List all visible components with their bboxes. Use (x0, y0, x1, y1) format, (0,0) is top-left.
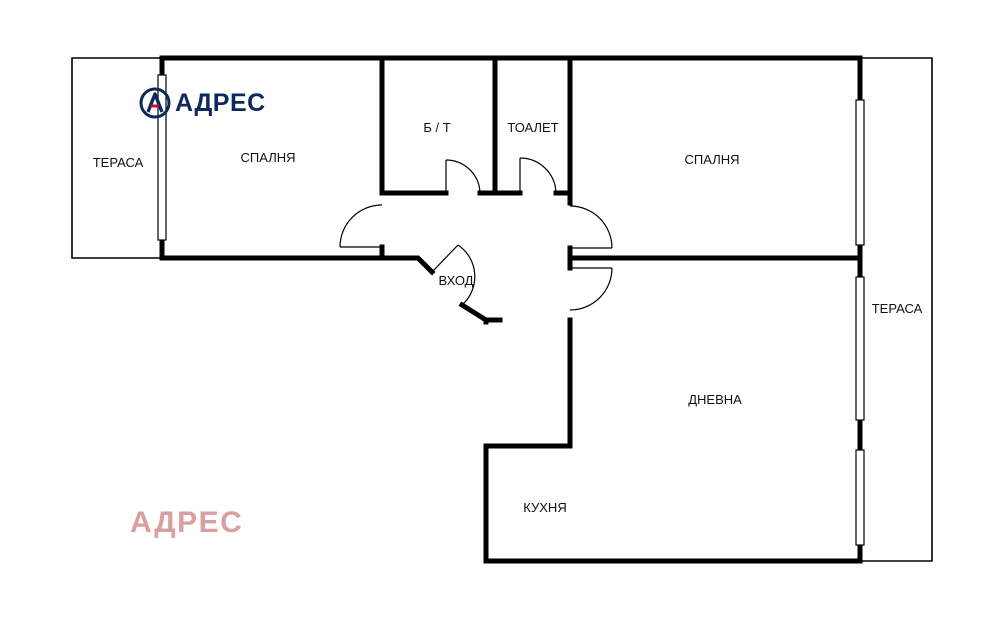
logo-a-circle-icon (139, 87, 171, 119)
window-right-bedroom (855, 99, 865, 246)
door-living-room (569, 267, 613, 311)
label-bathroom: Б / Т (423, 120, 450, 135)
windows (157, 74, 865, 546)
label-bedroom-left: СПАЛНЯ (241, 150, 296, 165)
label-entrance: ВХОД (439, 273, 474, 288)
brand-name: АДРЕС (175, 88, 266, 117)
label-terrace-left: ТЕРАСА (93, 155, 144, 170)
door-left-bedroom (339, 204, 383, 248)
window-left-bedroom (157, 74, 167, 241)
terrace-right-outline (860, 57, 933, 562)
door-bathroom (445, 159, 481, 194)
room-labels: ТЕРАСА СПАЛНЯ Б / Т ТОАЛЕТ СПАЛНЯ ТЕРАСА… (93, 120, 923, 515)
window-kitchen (855, 449, 865, 546)
label-toilet: ТОАЛЕТ (507, 120, 558, 135)
doors (339, 157, 613, 311)
terrace-left-outline (71, 57, 162, 259)
window-living-room (855, 276, 865, 421)
walls (159, 55, 863, 564)
door-entrance (431, 244, 476, 306)
label-bedroom-right: СПАЛНЯ (685, 152, 740, 167)
label-terrace-right: ТЕРАСА (872, 301, 923, 316)
door-toilet (519, 157, 557, 194)
label-kitchen: КУХНЯ (523, 500, 566, 515)
door-right-bedroom (569, 205, 613, 249)
brand-logo: АДРЕС (139, 87, 266, 119)
watermark-text: АДРЕС (130, 506, 244, 539)
label-living-room: ДНЕВНА (688, 392, 742, 407)
